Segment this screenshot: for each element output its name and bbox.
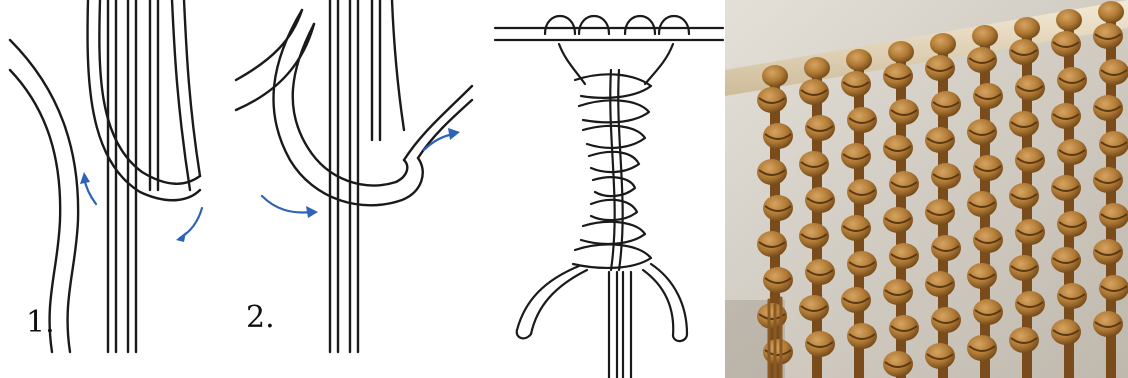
lark-head-knot (972, 25, 998, 47)
knot-step-1-panel: 1. (0, 0, 232, 378)
step-2-label: 2. (246, 300, 275, 335)
lark-head-knot (930, 33, 956, 55)
spiral-sennit-panel (475, 0, 725, 378)
lark-head-knot (1056, 9, 1082, 31)
spiral-knot-sennit-diagram (475, 0, 725, 378)
wall-hanging-photo-panel (725, 0, 1128, 378)
macrame-spiral-wall-hanging-photo (725, 0, 1128, 378)
lark-head-knot (1098, 1, 1124, 23)
lark-head-knot (762, 65, 788, 87)
lark-head-knot (888, 41, 914, 63)
lark-head-knot (1014, 17, 1040, 39)
step-1-label: 1. (26, 305, 55, 340)
lark-head-knot (846, 49, 872, 71)
lark-head-knot (804, 57, 830, 79)
knot-step-2-panel: 2. (232, 0, 475, 378)
